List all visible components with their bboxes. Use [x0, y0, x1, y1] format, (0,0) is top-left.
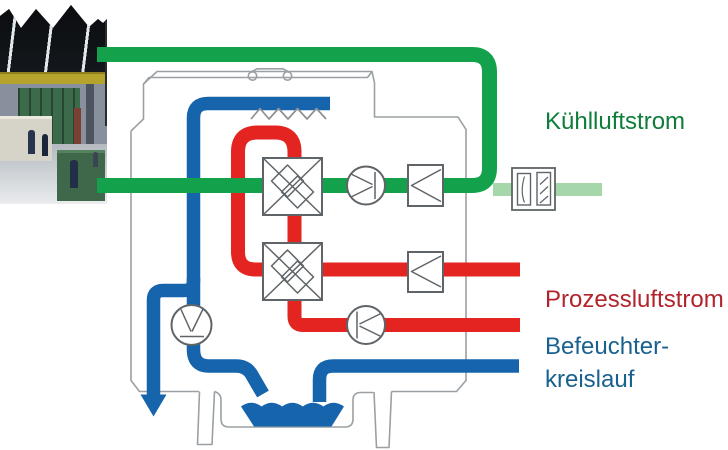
photo-red-pillar — [74, 108, 81, 148]
filter-chevron — [410, 168, 442, 203]
pump-icon — [170, 304, 213, 346]
cabinet-top-face — [142, 71, 373, 85]
heat-exchanger-diagonals — [262, 157, 323, 216]
photo-column — [86, 84, 94, 148]
humidifier-return-pipe — [312, 359, 519, 402]
fan-housing — [346, 305, 386, 345]
photo-person — [70, 160, 78, 188]
air-outlet-grille-icon — [511, 167, 556, 211]
dryer-cabinet-outline — [130, 68, 467, 449]
process-air-label: Prozessluftstrom — [545, 286, 724, 313]
heat-exchanger-diagonals — [262, 242, 323, 301]
photo-crane-beam — [0, 72, 107, 84]
cooling-air-pipe — [97, 47, 497, 193]
grille-vane — [521, 176, 526, 203]
humidifier-label-line2: kreislauf — [545, 366, 635, 393]
heat-exchanger-diamonds — [270, 249, 315, 294]
pump-impeller — [180, 308, 204, 338]
fan-blades — [356, 311, 382, 339]
fan-blades — [350, 172, 376, 199]
humidifier-circuit-pipes — [140, 96, 519, 427]
fan-icon — [346, 165, 386, 206]
fan-housing — [346, 165, 386, 206]
photo-person — [93, 152, 98, 167]
filter-icon — [407, 251, 444, 293]
cabinet-left-leg — [196, 391, 216, 446]
heat-exchanger-icon — [262, 157, 323, 216]
cabinet-right-leg — [373, 391, 393, 449]
humidifier-drain-pipe — [146, 278, 201, 396]
heat-exchanger-icon — [262, 242, 323, 301]
photo-person — [42, 134, 48, 156]
cooling-air-label: Kühlluftstrom — [545, 108, 686, 135]
drain-arrow-icon — [140, 394, 167, 417]
heat-exchanger-diamonds — [270, 164, 315, 209]
cabinet-body — [130, 70, 467, 428]
process-air-pipe — [231, 125, 520, 332]
grille-hatch — [539, 176, 549, 204]
humidifier-circuit-label: Befeuchter- kreislauf — [545, 330, 669, 396]
filter-chevron — [410, 255, 442, 288]
photo-person — [28, 130, 35, 154]
grille-vane-cell — [516, 172, 532, 206]
handle-bar — [250, 68, 290, 73]
water-basin-icon — [241, 402, 345, 427]
photo-torn-edge — [105, 16, 107, 126]
handle-screw-icon — [247, 71, 258, 82]
filter-icon — [407, 164, 444, 207]
cabinet-handle — [247, 68, 293, 82]
handle-screw-icon — [282, 71, 293, 82]
humidifier-main-pipe — [186, 96, 330, 398]
spray-nozzles-icon — [250, 107, 327, 120]
pump-housing — [170, 304, 213, 346]
humidifier-label-line1: Befeuchter- — [545, 333, 670, 360]
fan-icon — [346, 305, 386, 345]
